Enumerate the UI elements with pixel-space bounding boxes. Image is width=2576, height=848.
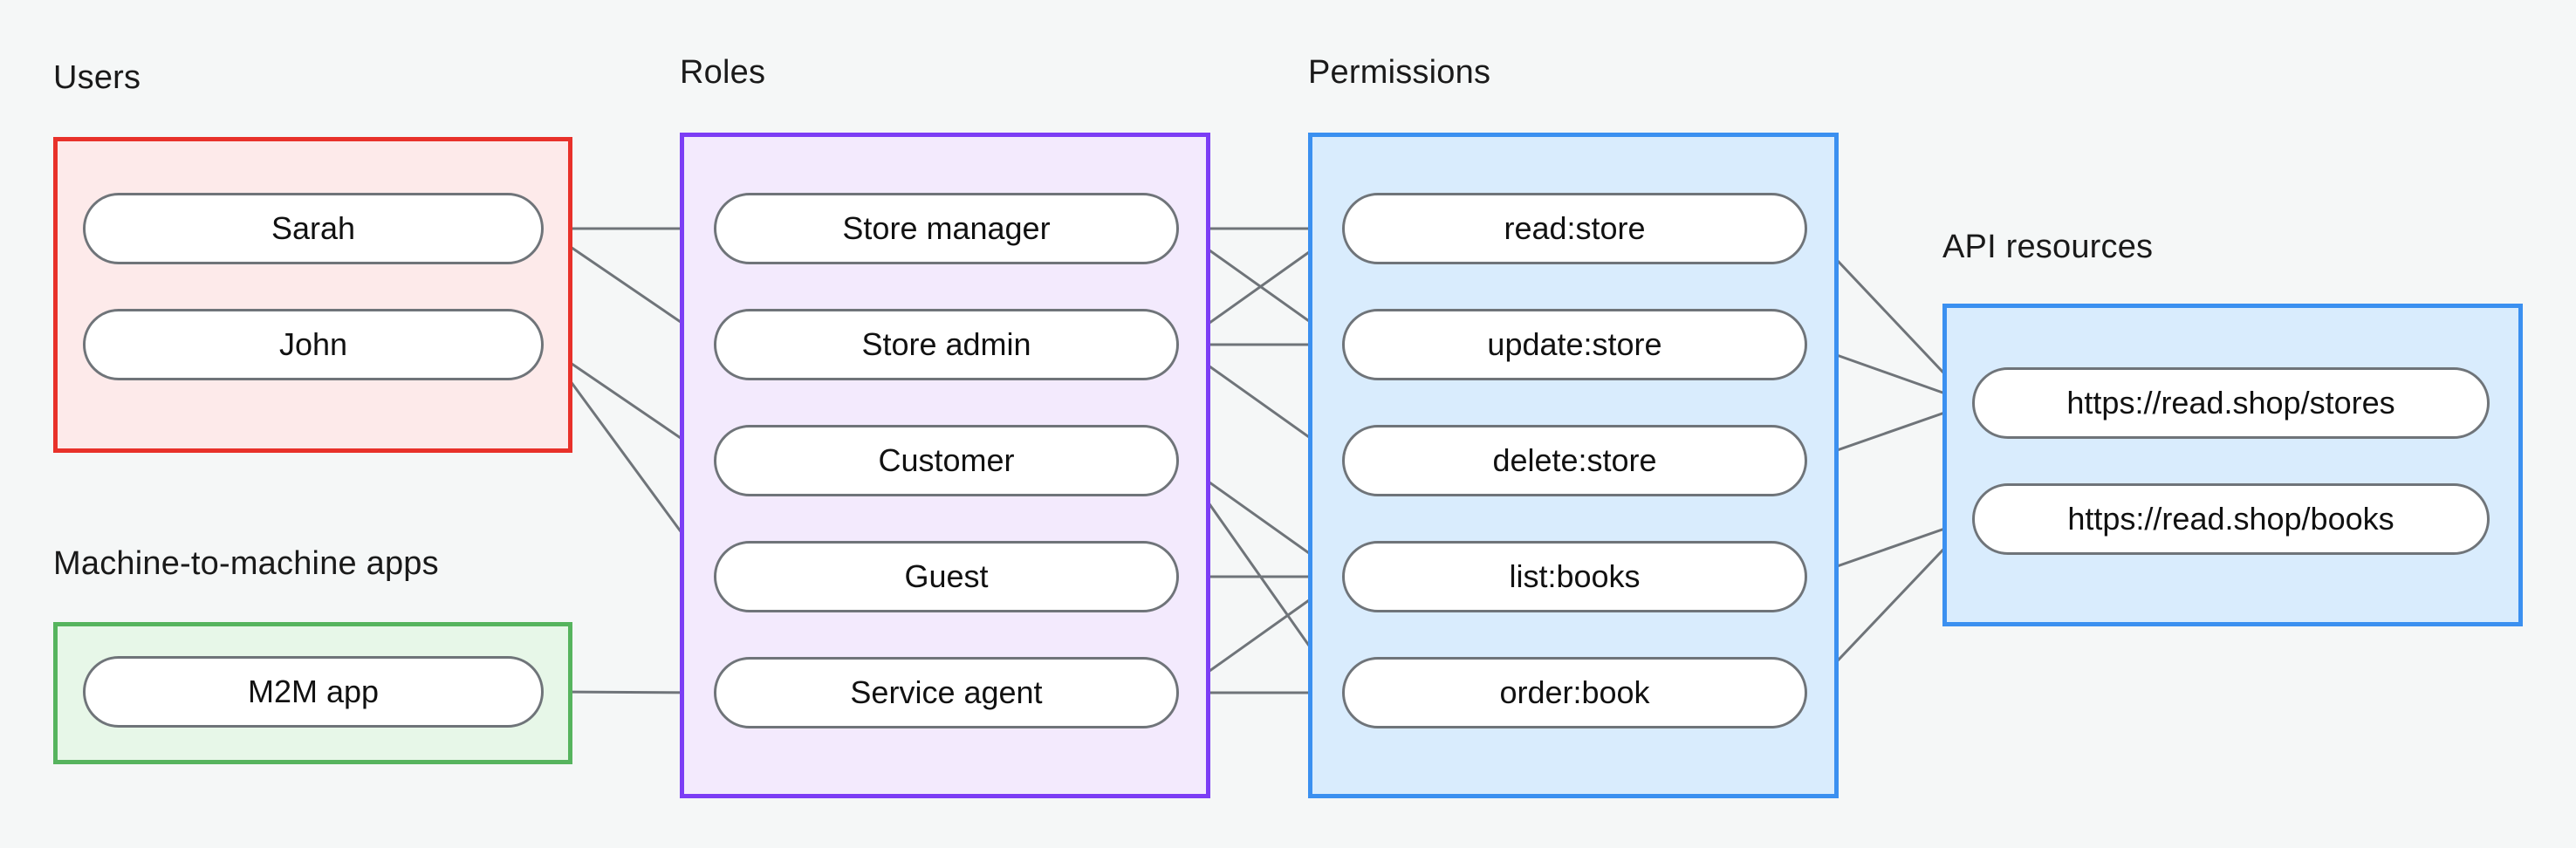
node-label-sarah: Sarah: [271, 210, 356, 246]
node-service-agent[interactable]: Service agent: [714, 657, 1179, 728]
node-label-res-stores: https://read.shop/stores: [2066, 385, 2395, 421]
group-label-roles: Roles: [680, 54, 766, 91]
node-store-admin[interactable]: Store admin: [714, 309, 1179, 380]
node-label-john: John: [278, 326, 348, 362]
node-label-list-books: list:books: [1509, 558, 1641, 594]
node-john[interactable]: John: [83, 309, 544, 380]
node-label-order-book: order:book: [1499, 674, 1650, 710]
node-m2mapp[interactable]: M2M app: [83, 656, 544, 728]
node-customer[interactable]: Customer: [714, 425, 1179, 496]
node-label-customer: Customer: [878, 442, 1015, 478]
node-read-store[interactable]: read:store: [1342, 193, 1807, 264]
node-label-update-store: update:store: [1487, 326, 1662, 362]
group-label-users: Users: [53, 59, 141, 96]
node-label-guest: Guest: [904, 558, 989, 594]
node-label-res-books: https://read.shop/books: [2067, 501, 2394, 537]
node-delete-store[interactable]: delete:store: [1342, 425, 1807, 496]
node-list-books[interactable]: list:books: [1342, 541, 1807, 612]
node-label-store-admin: Store admin: [861, 326, 1031, 362]
node-res-books[interactable]: https://read.shop/books: [1972, 483, 2490, 555]
node-res-stores[interactable]: https://read.shop/stores: [1972, 367, 2490, 439]
node-label-store-manager: Store manager: [842, 210, 1051, 246]
node-store-manager[interactable]: Store manager: [714, 193, 1179, 264]
node-label-read-store: read:store: [1504, 210, 1646, 246]
node-label-m2mapp: M2M app: [247, 674, 380, 709]
node-sarah[interactable]: Sarah: [83, 193, 544, 264]
group-box-users: [53, 137, 572, 453]
group-label-api: API resources: [1942, 229, 2154, 265]
node-order-book[interactable]: order:book: [1342, 657, 1807, 728]
group-box-api: [1942, 304, 2523, 626]
node-guest[interactable]: Guest: [714, 541, 1179, 612]
group-label-perms: Permissions: [1308, 54, 1491, 91]
group-label-m2m: Machine-to-machine apps: [53, 545, 439, 582]
node-update-store[interactable]: update:store: [1342, 309, 1807, 380]
node-label-delete-store: delete:store: [1492, 442, 1657, 478]
node-label-service-agent: Service agent: [850, 674, 1043, 710]
